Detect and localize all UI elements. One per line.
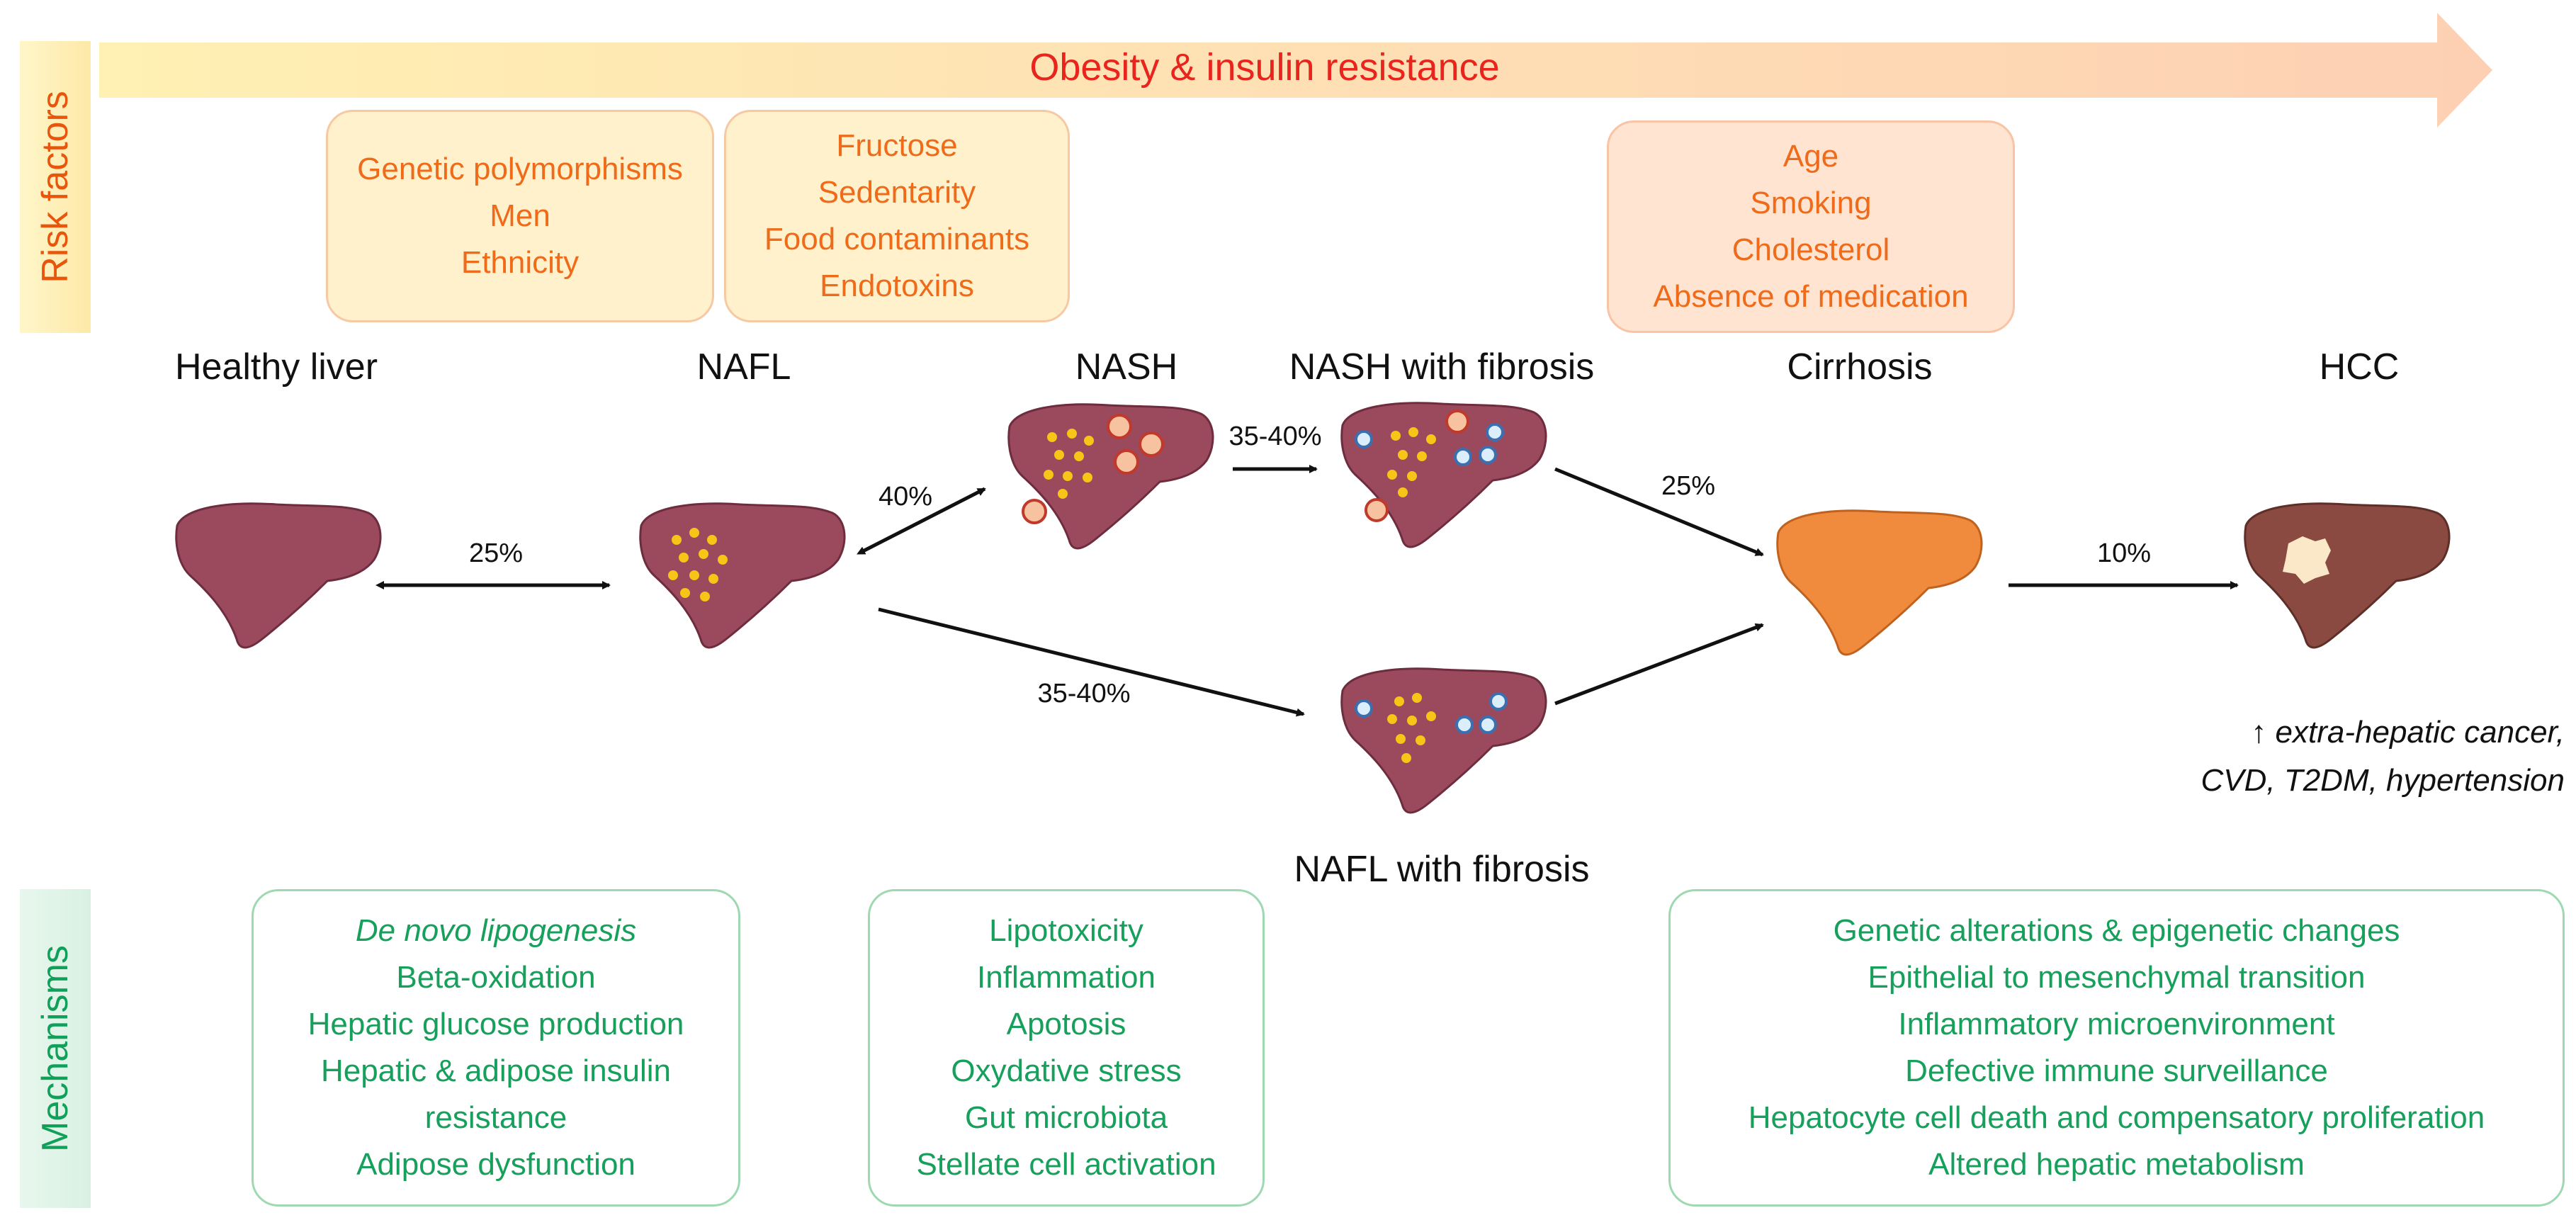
pct-healthy-nafl: 25%	[468, 538, 524, 568]
mechanism-box-nafl: De novo lipogenesis Beta-oxidation Hepat…	[252, 889, 740, 1207]
mechanism-item: Genetic alterations & epigenetic changes	[1833, 913, 2400, 948]
pct-nafl-naflfibrosis: 35-40%	[1037, 679, 1131, 708]
extra-hepatic-note: ↑ extra-hepatic cancer, CVD, T2DM, hyper…	[2201, 715, 2565, 798]
risk-item: Endotoxins	[820, 269, 974, 303]
mechanism-item: Inflammatory microenvironment	[1898, 1007, 2335, 1041]
risk-item: Smoking	[1750, 186, 1872, 220]
arrow-nafl-nash	[857, 487, 986, 555]
mechanism-item: Epithelial to mesenchymal transition	[1868, 960, 2366, 995]
risk-item: Ethnicity	[461, 245, 580, 280]
pct-nash-fibrosis: 35-40%	[1228, 422, 1322, 451]
healthy-liver-icon	[175, 502, 382, 649]
stage-label-hcc: HCC	[2319, 346, 2400, 388]
stage-label-nash: NASH	[1075, 346, 1178, 388]
mechanism-item: Adipose dysfunction	[356, 1147, 635, 1182]
risk-box-progression: Age Smoking Cholesterol Absence of medic…	[1607, 120, 2015, 333]
hcc-liver-icon	[2244, 502, 2451, 649]
mechanism-item: De novo lipogenesis	[355, 913, 637, 948]
mechanism-item: Inflammation	[977, 960, 1156, 995]
risk-item: Absence of medication	[1653, 279, 1969, 314]
risk-item: Food contaminants	[764, 222, 1030, 256]
risk-item: Cholesterol	[1732, 232, 1890, 267]
mechanism-item: Lipotoxicity	[989, 913, 1143, 948]
cirrhosis-liver-icon	[1776, 509, 1983, 656]
nafl-liver-icon	[639, 502, 846, 649]
nash-liver-icon	[1007, 403, 1214, 550]
mechanism-box-hcc: Genetic alterations & epigenetic changes…	[1668, 889, 2565, 1207]
risk-box-lifestyle: Fructose Sedentarity Food contaminants E…	[724, 110, 1070, 322]
risk-factors-side-label: Risk factors	[20, 41, 91, 333]
risk-item: Age	[1783, 139, 1839, 174]
mechanism-item: Hepatic & adipose insulin	[320, 1054, 672, 1088]
risk-item: Sedentarity	[818, 175, 976, 210]
mechanism-item: resistance	[424, 1100, 567, 1135]
pct-fibrosis-cirrhosis: 25%	[1661, 471, 1716, 501]
risk-item: Fructose	[836, 128, 958, 163]
mechanism-item: Beta-oxidation	[396, 960, 596, 995]
nafl-fibrosis-liver-icon	[1340, 667, 1547, 814]
mechanism-item: Stellate cell activation	[916, 1147, 1216, 1182]
tumor-shape	[2283, 536, 2331, 584]
mechanism-item: Hepatic glucose production	[307, 1007, 684, 1041]
mechanism-item: Gut microbiota	[964, 1100, 1168, 1135]
risk-item: Men	[490, 198, 550, 233]
obesity-banner-arrow	[99, 13, 2492, 128]
mechanism-item: Hepatocyte cell death and compensatory p…	[1748, 1100, 2485, 1135]
stage-label-nash-fibrosis: NASH with fibrosis	[1289, 346, 1595, 388]
mechanism-item: Altered hepatic metabolism	[1928, 1147, 2305, 1182]
stage-label-nafl: NAFL	[696, 346, 791, 388]
stage-label-cirrhosis: Cirrhosis	[1787, 346, 1933, 388]
arrow-fibrosis-cirrhosis	[1554, 467, 1764, 557]
mechanisms-side-label: Mechanisms	[20, 889, 91, 1208]
pct-cirrhosis-hcc: 10%	[2096, 538, 2152, 568]
risk-item: Genetic polymorphisms	[357, 152, 683, 186]
stage-label-healthy: Healthy liver	[174, 346, 378, 388]
risk-box-genetic: Genetic polymorphisms Men Ethnicity	[326, 110, 714, 322]
mechanism-item: Defective immune surveillance	[1905, 1054, 2328, 1088]
banner-label: Obesity & insulin resistance	[1029, 46, 1500, 89]
nash-fibrosis-liver-icon	[1340, 402, 1547, 548]
mechanism-item: Oxydative stress	[951, 1054, 1182, 1088]
mechanism-box-nash: Lipotoxicity Inflammation Apotosis Oxyda…	[868, 889, 1265, 1207]
arrow-nafl-naflfibrosis	[878, 607, 1305, 717]
arrow-naflfibrosis-cirrhosis	[1554, 623, 1764, 706]
stage-label-nafl-fibrosis: NAFL with fibrosis	[1294, 849, 1590, 890]
mechanism-item: Apotosis	[1006, 1007, 1126, 1041]
pct-nafl-nash: 40%	[878, 482, 933, 512]
